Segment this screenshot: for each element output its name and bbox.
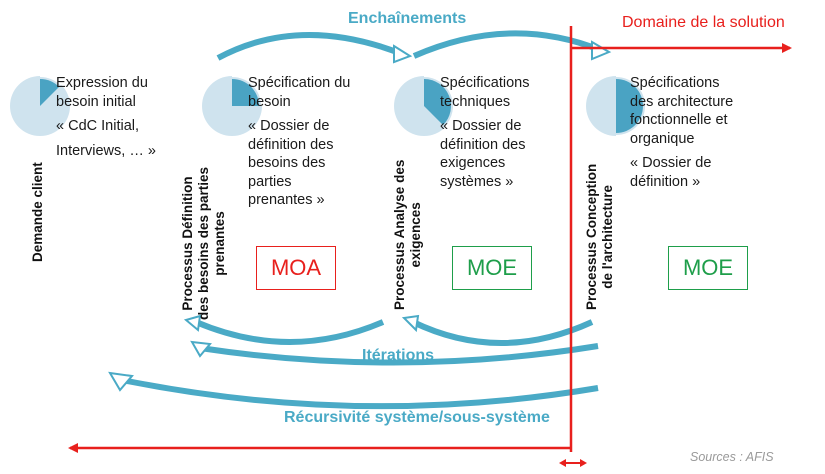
domaine-solution-label: Domaine de la solution [622,14,785,31]
text-line: « Dossier de [630,155,712,172]
text-line: besoins des [248,155,326,172]
text-line: besoin initial [56,93,136,110]
text-line: définition des [440,136,526,153]
recursivite-arc-head [108,371,134,392]
text-line: Spécifications [630,75,720,91]
text-line: « Dossier de [248,118,330,135]
moe-box-2: MOE [668,246,748,290]
text-line: définition des [248,136,334,153]
process-definition-besoins: Processus Définition des besoins des par… [180,167,229,320]
text-line: systèmes » [440,173,514,190]
process-demande-client: Demande client [30,162,46,262]
pie-edge [231,75,263,107]
moa-box: MOA [256,246,336,290]
process-line: Processus Analyse des [392,159,407,310]
text-line: Spécification du [248,75,351,91]
text-line: « Dossier de [440,118,522,135]
pie-edge [39,75,62,86]
iteration-arc-large [199,343,599,366]
text-line: besoin [248,93,291,110]
enchainement-arc-2 [412,30,602,59]
process-line: Demande client [30,162,45,262]
text-line: parties [248,173,292,190]
process-conception-architecture: Processus Conception de l'architecture [584,164,616,310]
text-line: Interviews, … » [56,142,156,159]
text-line: définition » [630,173,701,190]
iteration-arc-large-head [190,340,212,358]
enchainements-label: Enchaînements [348,10,467,27]
pie-fill-specifications-techniques [424,79,451,126]
process-line: exigences [408,202,424,268]
iterations-label: Itérations [362,347,435,364]
text-line: techniques [440,93,511,110]
text-line: organique [630,130,695,147]
column-text-specifications-architecture: Spécifications des architecture fonction… [630,74,733,191]
iteration-arc-1 [194,319,385,345]
column-text-specifications-techniques: Spécifications techniques « Dossier de d… [440,74,529,191]
iteration-arc-2 [411,319,594,346]
process-line: prenantes [212,211,228,276]
process-line: des besoins des parties [196,166,212,320]
pie-fill-specification [232,79,259,106]
text-line: exigences [440,155,506,172]
column-text-specification: Spécification du besoin « Dossier de déf… [248,74,350,210]
text-line: « CdC Initial, [56,118,140,135]
process-line: Processus Conception [584,163,599,310]
process-analyse-exigences: Processus Analyse des exigences [392,160,424,310]
sources-label: Sources : AFIS [690,450,774,464]
iteration-arc-1-head [183,314,202,332]
iteration-arc-2-head [401,314,420,333]
text-line: des architecture [630,93,734,110]
pie-fill-specifications-architecture [616,79,643,133]
pie-edge [423,75,455,128]
small-double-arrow-right-head [580,459,587,467]
process-line: Processus Définition [180,176,195,311]
pie-fill-expression [40,79,60,106]
small-double-arrow-left-head [559,459,566,467]
text-line: Expression du [56,75,148,91]
text-line: Spécifications [440,75,530,91]
moe-box-1: MOE [452,246,532,290]
pie-edge [615,75,647,137]
enchainement-arc-1 [216,31,404,61]
progress-pies [10,75,647,137]
enchainement-arc-2-head [591,40,612,61]
column-text-expression: Expression du besoin initial « CdC Initi… [56,74,156,160]
enchainement-arc-1-head [393,44,413,64]
process-line: de l'architecture [600,184,616,289]
text-line: prenantes » [248,192,325,209]
recursivite-arc [121,377,599,410]
text-line: fonctionnelle et [630,112,728,129]
recursivite-label: Récursivité système/sous-système [284,409,550,426]
